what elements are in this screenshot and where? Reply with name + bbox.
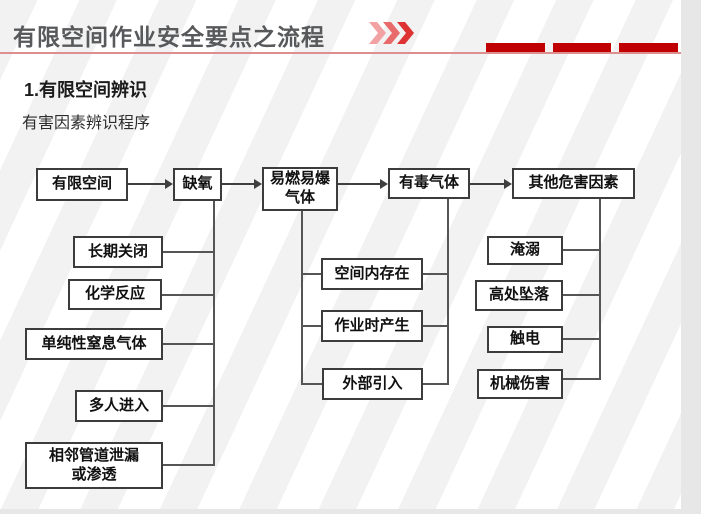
connector-line bbox=[563, 249, 599, 251]
section-heading: 1.有限空间辨识 bbox=[24, 80, 148, 100]
flow-arrow bbox=[128, 179, 173, 189]
connector-line bbox=[163, 343, 213, 345]
connector-line bbox=[213, 201, 215, 466]
node-multiple-entrants: 多人进入 bbox=[75, 390, 163, 422]
connector-line bbox=[423, 383, 447, 385]
node-electric-shock: 触电 bbox=[487, 326, 563, 353]
connector-line bbox=[162, 294, 213, 296]
header-dash bbox=[553, 43, 611, 52]
page-title: 有限空间作业安全要点之流程 bbox=[13, 24, 325, 50]
header-rule bbox=[0, 52, 681, 54]
connector-line bbox=[163, 251, 213, 253]
node-drowning: 淹溺 bbox=[487, 236, 563, 265]
header-dash bbox=[486, 43, 545, 52]
connector-line bbox=[447, 199, 449, 385]
node-toxic-gas: 有毒气体 bbox=[388, 168, 470, 199]
connector-line bbox=[163, 405, 213, 407]
flow-arrow bbox=[338, 179, 388, 189]
node-generated-during-work: 作业时产生 bbox=[321, 310, 423, 342]
node-confined-space: 有限空间 bbox=[36, 168, 128, 201]
slide-background: 有限空间作业安全要点之流程 1.有限空间辨识 有害因素辨识程序 有限空间 缺氧 … bbox=[0, 0, 681, 509]
node-fall-from-height: 高处坠落 bbox=[475, 280, 563, 311]
connector-line bbox=[599, 199, 601, 380]
node-other-hazards: 其他危害因素 bbox=[512, 168, 635, 199]
flow-arrow bbox=[222, 179, 262, 189]
node-mechanical-injury: 机械伤害 bbox=[477, 369, 563, 399]
triple-chevron-right-icon bbox=[369, 22, 414, 44]
header-dash bbox=[619, 43, 678, 52]
node-oxygen-deficiency: 缺氧 bbox=[173, 168, 222, 201]
flow-arrow bbox=[470, 179, 512, 189]
section-subheading: 有害因素辨识程序 bbox=[22, 115, 151, 132]
connector-line bbox=[301, 211, 303, 385]
connector-line bbox=[563, 338, 599, 340]
connector-line bbox=[163, 464, 213, 466]
node-chemical-reaction: 化学反应 bbox=[68, 279, 162, 310]
node-flammable-explosive-gas: 易燃易爆 气体 bbox=[262, 167, 338, 211]
connector-line bbox=[301, 325, 321, 327]
connector-line bbox=[563, 378, 599, 380]
node-external-introduction: 外部引入 bbox=[322, 368, 423, 400]
node-simple-asphyxiant-gas: 单纯性窒息气体 bbox=[25, 328, 163, 360]
node-long-term-closed: 长期关闭 bbox=[73, 236, 163, 268]
connector-line bbox=[423, 325, 447, 327]
node-exists-in-space: 空间内存在 bbox=[321, 258, 423, 290]
connector-line bbox=[301, 383, 322, 385]
node-adjacent-pipeline-leak: 相邻管道泄漏 或渗透 bbox=[25, 442, 163, 489]
connector-line bbox=[423, 273, 447, 275]
connector-line bbox=[563, 294, 599, 296]
connector-line bbox=[301, 273, 321, 275]
